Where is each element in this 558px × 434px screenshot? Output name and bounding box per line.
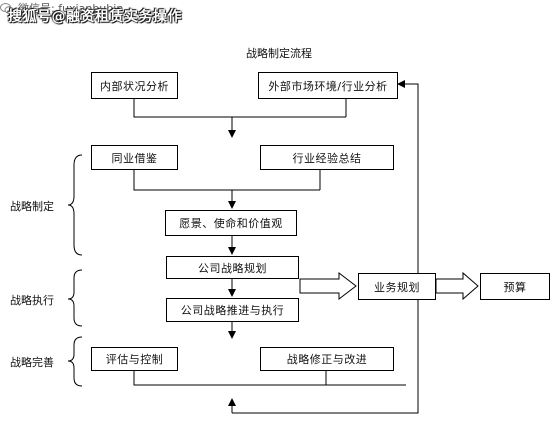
phase-label-improvement: 战略完善 [10,356,54,369]
connector-internal-down [133,99,346,118]
box-vision-mission: 愿景、使命和价值观 [165,210,297,236]
connector-evaluation-down [133,371,406,386]
box-evaluation-control: 评估与控制 [91,347,178,371]
box-strategy-execution: 公司战略推进与执行 [166,298,299,322]
box-experience-summary: 行业经验总结 [260,145,394,170]
brace-execution [67,269,83,327]
connector-peer-down [133,170,320,191]
watermark-bottom-text: 微信号: fuxianbubin [18,2,124,15]
box-internal-analysis: 内部状况分析 [91,72,178,99]
brace-formulation [67,154,83,256]
box-business-planning: 业务规划 [358,273,436,300]
box-budget: 预算 [480,273,550,300]
phase-label-execution: 战略执行 [10,294,54,307]
box-strategy-revision: 战略修正与改进 [260,347,394,371]
feedback-loop-line [232,80,419,414]
diagram-title: 战略制定流程 [246,47,312,60]
block-arrow-to-business [299,271,357,301]
box-peer-benchmark: 同业借鉴 [91,145,178,170]
block-arrow-to-budget [435,271,479,301]
brace-improvement [67,336,83,387]
wechat-icon [0,2,14,14]
watermark-top: 搜狐号@融资租赁实务操作 [8,9,182,25]
watermark-bottom: 微信号: fuxianbubin [0,0,558,16]
box-external-analysis: 外部市场环境/行业分析 [258,72,398,99]
phase-label-formulation: 战略制定 [10,200,54,213]
box-strategic-planning: 公司战略规划 [166,256,299,279]
